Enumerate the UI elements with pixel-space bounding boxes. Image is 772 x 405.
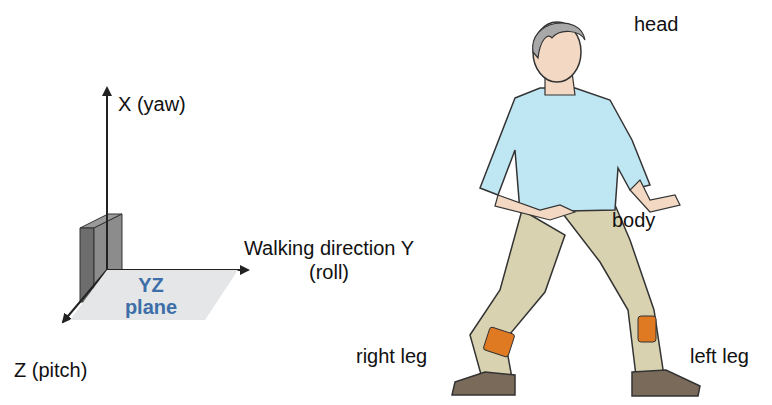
- axis-label: Z (pitch): [14, 358, 87, 382]
- part-label: left leg: [690, 344, 749, 368]
- plane-fill: [70, 270, 238, 320]
- plane-label: YZ plane: [115, 274, 187, 318]
- part-label: right leg: [356, 344, 427, 368]
- part-label: body: [612, 208, 655, 232]
- part-label: head: [634, 12, 679, 36]
- axis-label: X (yaw): [118, 92, 186, 116]
- plane-region: YZ plane: [70, 240, 240, 322]
- axis-label: Walking direction Y (roll): [242, 236, 416, 284]
